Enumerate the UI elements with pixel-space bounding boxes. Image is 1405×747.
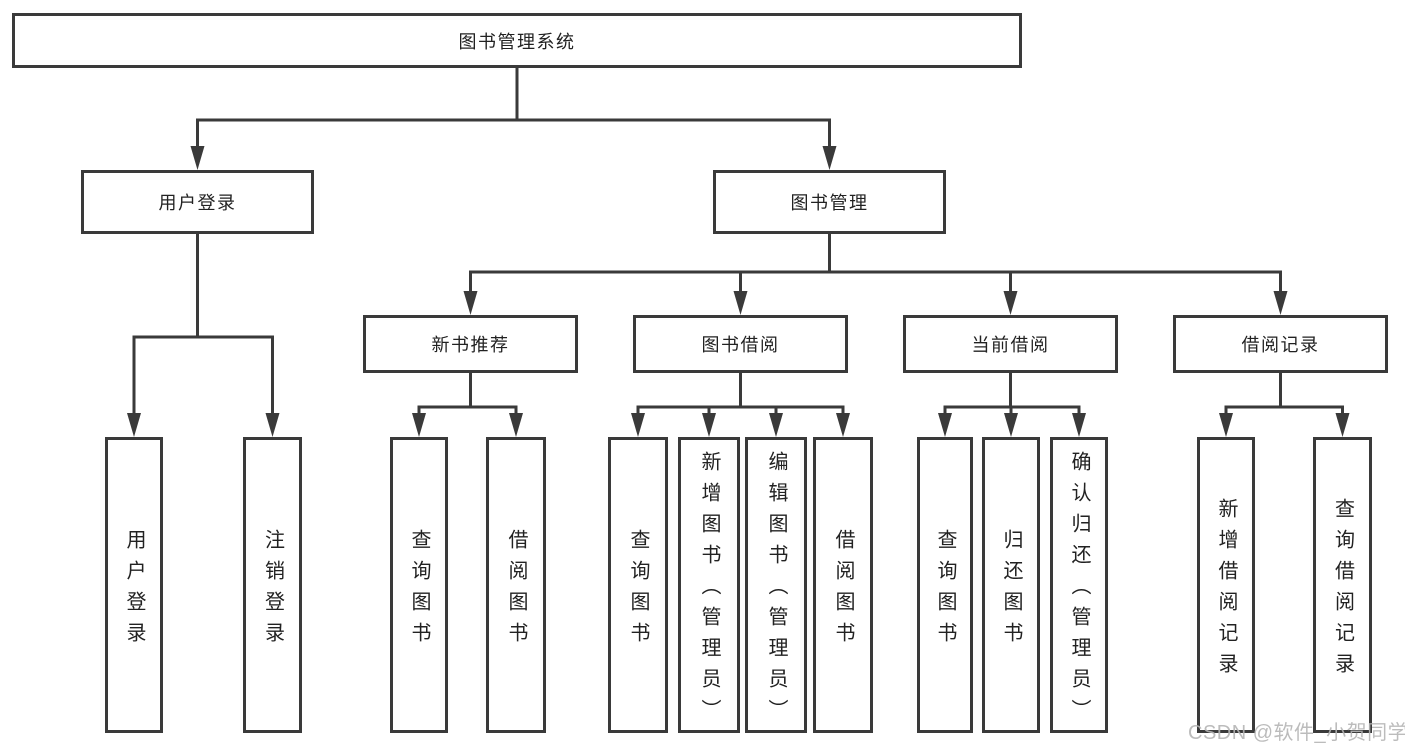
- node-label: 新增图书（管理员）: [698, 451, 720, 730]
- node-label: 归还图书: [1000, 528, 1022, 653]
- node-label: 用户登录: [158, 193, 237, 213]
- leaf-edit-book-admin: 编辑图书（管理员）: [745, 437, 807, 733]
- connector-root-branch: [190, 68, 837, 170]
- node-book-management: 图书管理: [713, 170, 946, 234]
- node-label: 查询借阅记录: [1331, 497, 1354, 684]
- connector-current-borrow-branch: [938, 373, 1086, 437]
- leaf-borrow-books-recommend: 借阅图书: [486, 437, 546, 733]
- node-label: 注销登录: [261, 528, 284, 653]
- node-label: 新书推荐: [431, 335, 510, 355]
- leaf-query-borrow-record: 查询借阅记录: [1313, 437, 1372, 733]
- node-label: 借阅记录: [1241, 335, 1320, 355]
- connector-new-book-recommend-branch: [412, 373, 523, 437]
- connector-book-borrow-branch: [631, 373, 850, 437]
- node-label: 图书借阅: [701, 335, 780, 355]
- leaf-return-books: 归还图书: [982, 437, 1040, 733]
- node-label: 新增借阅记录: [1215, 497, 1237, 684]
- node-book-borrow: 图书借阅: [633, 315, 848, 373]
- leaf-add-book-admin: 新增图书（管理员）: [678, 437, 740, 733]
- node-new-book-recommend: 新书推荐: [363, 315, 578, 373]
- connector-book-management-branch: [463, 234, 1288, 315]
- node-label: 查询图书: [627, 528, 649, 653]
- leaf-borrow-books: 借阅图书: [813, 437, 873, 733]
- node-current-borrow: 当前借阅: [903, 315, 1118, 373]
- node-label: 当前借阅: [971, 335, 1050, 355]
- node-label: 查询图书: [934, 528, 956, 653]
- node-label: 借阅图书: [505, 528, 527, 653]
- leaf-logout: 注销登录: [243, 437, 302, 733]
- connector-borrow-records-branch: [1219, 373, 1350, 437]
- leaf-query-books-recommend: 查询图书: [390, 437, 448, 733]
- node-label: 图书管理: [790, 193, 869, 213]
- node-root: 图书管理系统: [12, 13, 1022, 68]
- leaf-add-borrow-record: 新增借阅记录: [1197, 437, 1255, 733]
- node-label: 确认归还（管理员）: [1068, 451, 1090, 730]
- csdn-watermark: CSDN @软件_小贺同学: [1188, 722, 1405, 744]
- leaf-confirm-return-admin: 确认归还（管理员）: [1050, 437, 1108, 733]
- node-label: 查询图书: [408, 528, 430, 653]
- connector-user-login-branch: [127, 234, 280, 437]
- node-user-login: 用户登录: [81, 170, 314, 234]
- leaf-query-books-borrow: 查询图书: [608, 437, 668, 733]
- node-label: 用户登录: [123, 528, 145, 653]
- leaf-user-login: 用户登录: [105, 437, 163, 733]
- node-label: 图书管理系统: [458, 31, 576, 52]
- leaf-query-books-current: 查询图书: [917, 437, 973, 733]
- node-label: 借阅图书: [832, 528, 854, 653]
- node-borrow-records: 借阅记录: [1173, 315, 1388, 373]
- node-label: 编辑图书（管理员）: [765, 451, 787, 730]
